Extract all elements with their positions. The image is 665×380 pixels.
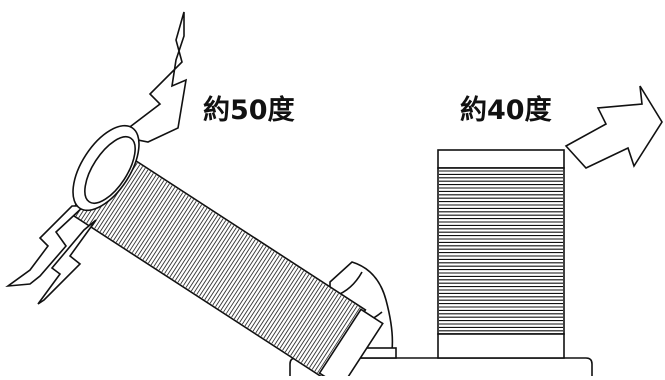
vertical-duct-bottom-collar <box>437 333 565 359</box>
duct-rib <box>174 214 219 281</box>
duct-rib <box>156 202 200 269</box>
duct-rib <box>185 221 229 288</box>
duct-rib <box>290 289 334 356</box>
duct-rib <box>284 286 329 353</box>
duct-rib <box>201 232 245 299</box>
duct-rib <box>169 211 213 278</box>
duct-rib <box>142 193 186 260</box>
duct-rib <box>182 220 227 287</box>
window-vent-attachment <box>5 11 188 305</box>
duct-rib <box>231 251 275 318</box>
duct-rib <box>193 227 237 294</box>
duct-rib <box>180 218 224 285</box>
duct-rib <box>134 188 178 255</box>
duct-rib <box>121 180 165 246</box>
duct-rib <box>131 187 176 253</box>
duct-rib <box>266 274 310 341</box>
duct-rib <box>196 228 240 295</box>
duct-rib <box>148 197 192 264</box>
duct-rib <box>241 258 286 325</box>
duct-rib <box>244 260 288 327</box>
angled-duct-collar <box>318 308 384 380</box>
duct-rib <box>274 279 318 346</box>
duct-rib <box>212 239 256 306</box>
duct-rib <box>225 248 270 314</box>
duct-rib <box>298 295 342 361</box>
duct-rib <box>110 173 154 239</box>
duct-rib <box>292 291 337 358</box>
duct-rib <box>282 284 326 351</box>
duct-rib <box>247 261 291 328</box>
duct-rib <box>239 256 283 323</box>
duct-rib <box>303 298 347 365</box>
duct-rib <box>113 174 157 241</box>
right-angle-label: 約40度 <box>460 95 552 126</box>
duct-rib <box>217 242 262 309</box>
duct-rib <box>107 171 152 238</box>
duct-rib <box>236 254 280 321</box>
duct-rib <box>118 178 162 245</box>
duct-rib <box>301 296 345 363</box>
duct-rib <box>150 199 194 266</box>
duct-rib <box>102 167 146 234</box>
duct-rib <box>199 230 243 297</box>
duct-rib <box>153 200 197 267</box>
duct-rib <box>317 307 361 374</box>
duct-rib <box>161 206 205 273</box>
duct-rib <box>188 223 232 290</box>
duct-rib <box>311 303 355 370</box>
duct-rib <box>306 300 350 367</box>
duct-rib <box>145 195 189 262</box>
duct-rib <box>139 192 184 259</box>
duct-rib <box>99 166 143 233</box>
duct-rib <box>172 213 216 280</box>
left-angle-label: 約50度 <box>203 95 295 126</box>
duct-rib <box>209 237 254 304</box>
duct-rib <box>166 209 211 276</box>
duct-rib <box>164 207 208 274</box>
duct-rib <box>228 249 272 316</box>
vertical-duct-top-collar <box>437 149 565 169</box>
duct-rib <box>223 246 267 313</box>
duct-rib <box>126 183 170 250</box>
airflow-arrow-icon <box>564 85 663 169</box>
duct-rib <box>137 190 181 257</box>
duct-rib <box>255 267 299 334</box>
vertical-duct-ribs <box>439 170 563 332</box>
duct-rib <box>263 272 307 339</box>
duct-rib <box>204 234 248 300</box>
duct-rib <box>129 185 173 252</box>
duct-rib <box>295 293 339 360</box>
duct-rib <box>258 268 302 335</box>
duct-rib <box>207 235 251 302</box>
duct-rib <box>252 265 296 332</box>
duct-rib <box>123 181 168 248</box>
duct-rib <box>250 263 294 330</box>
duct-rib <box>105 169 149 236</box>
vertical-duct <box>437 149 565 359</box>
duct-rib <box>220 244 264 311</box>
duct-rib <box>287 288 331 355</box>
duct-rib <box>190 225 235 292</box>
vertical-duct-body <box>437 167 565 335</box>
duct-rib <box>260 270 304 337</box>
duct-rib <box>314 305 358 372</box>
duct-rib <box>276 281 321 348</box>
duct-rib <box>279 282 323 349</box>
duct-rib <box>271 277 315 344</box>
duct-rib <box>309 302 353 368</box>
duct-rib <box>97 164 141 231</box>
duct-rib <box>115 176 160 243</box>
duct-rib <box>233 253 278 320</box>
duct-rib <box>158 204 203 271</box>
duct-rib <box>268 275 313 342</box>
duct-rib <box>177 216 221 283</box>
duct-rib <box>215 241 259 307</box>
